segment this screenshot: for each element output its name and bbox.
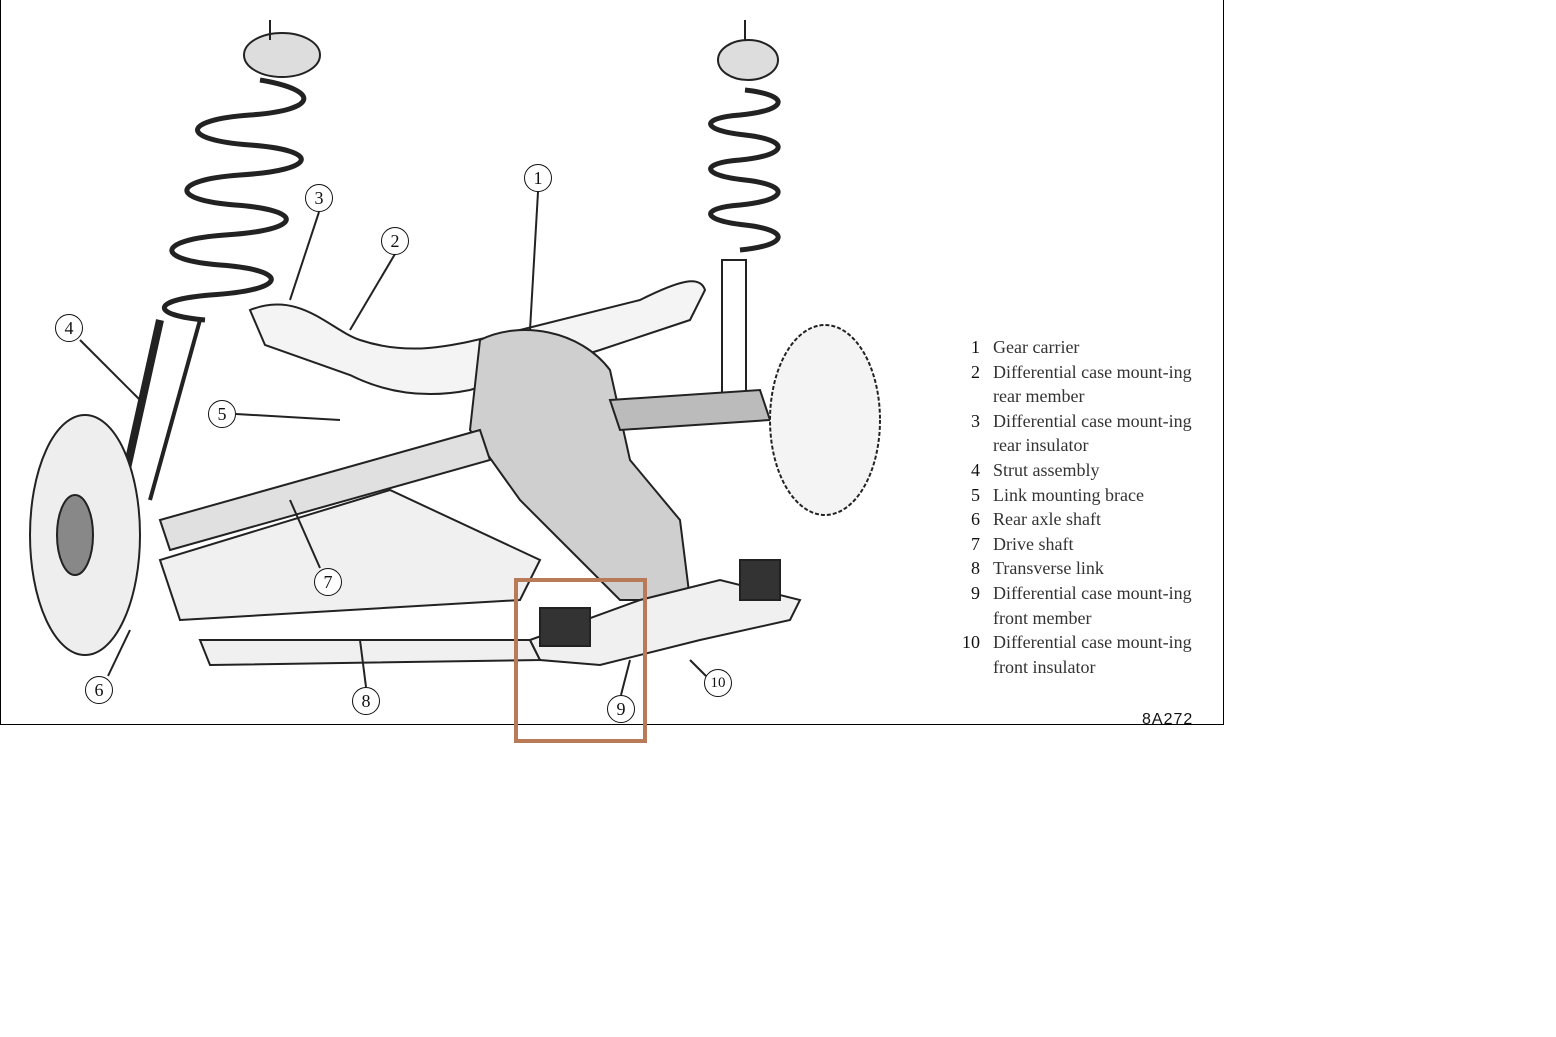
figure-frame [0, 0, 1224, 725]
callout-7: 7 [314, 568, 342, 596]
callout-1: 1 [524, 164, 552, 192]
right-drive-shaft [608, 388, 772, 432]
callout-8: 8 [352, 687, 380, 715]
callout-4: 4 [55, 314, 83, 342]
left-drive-shaft [158, 428, 492, 552]
gear-carrier [468, 329, 692, 601]
callout-2: 2 [381, 227, 409, 255]
left-coil-spring [116, 20, 321, 501]
right-coil-spring [708, 20, 781, 411]
rear-member [248, 280, 707, 395]
highlight-box-front-member [514, 578, 647, 743]
front-member [528, 578, 802, 667]
callout-3: 3 [305, 184, 333, 212]
rear-suspension-illustration [29, 20, 881, 696]
callout-10: 10 [704, 669, 732, 697]
right-brake-drum [769, 324, 881, 516]
callout-6: 6 [85, 676, 113, 704]
callout-9: 9 [607, 695, 635, 723]
figure-code: 8A272 [1142, 711, 1194, 725]
callout-5: 5 [208, 400, 236, 428]
